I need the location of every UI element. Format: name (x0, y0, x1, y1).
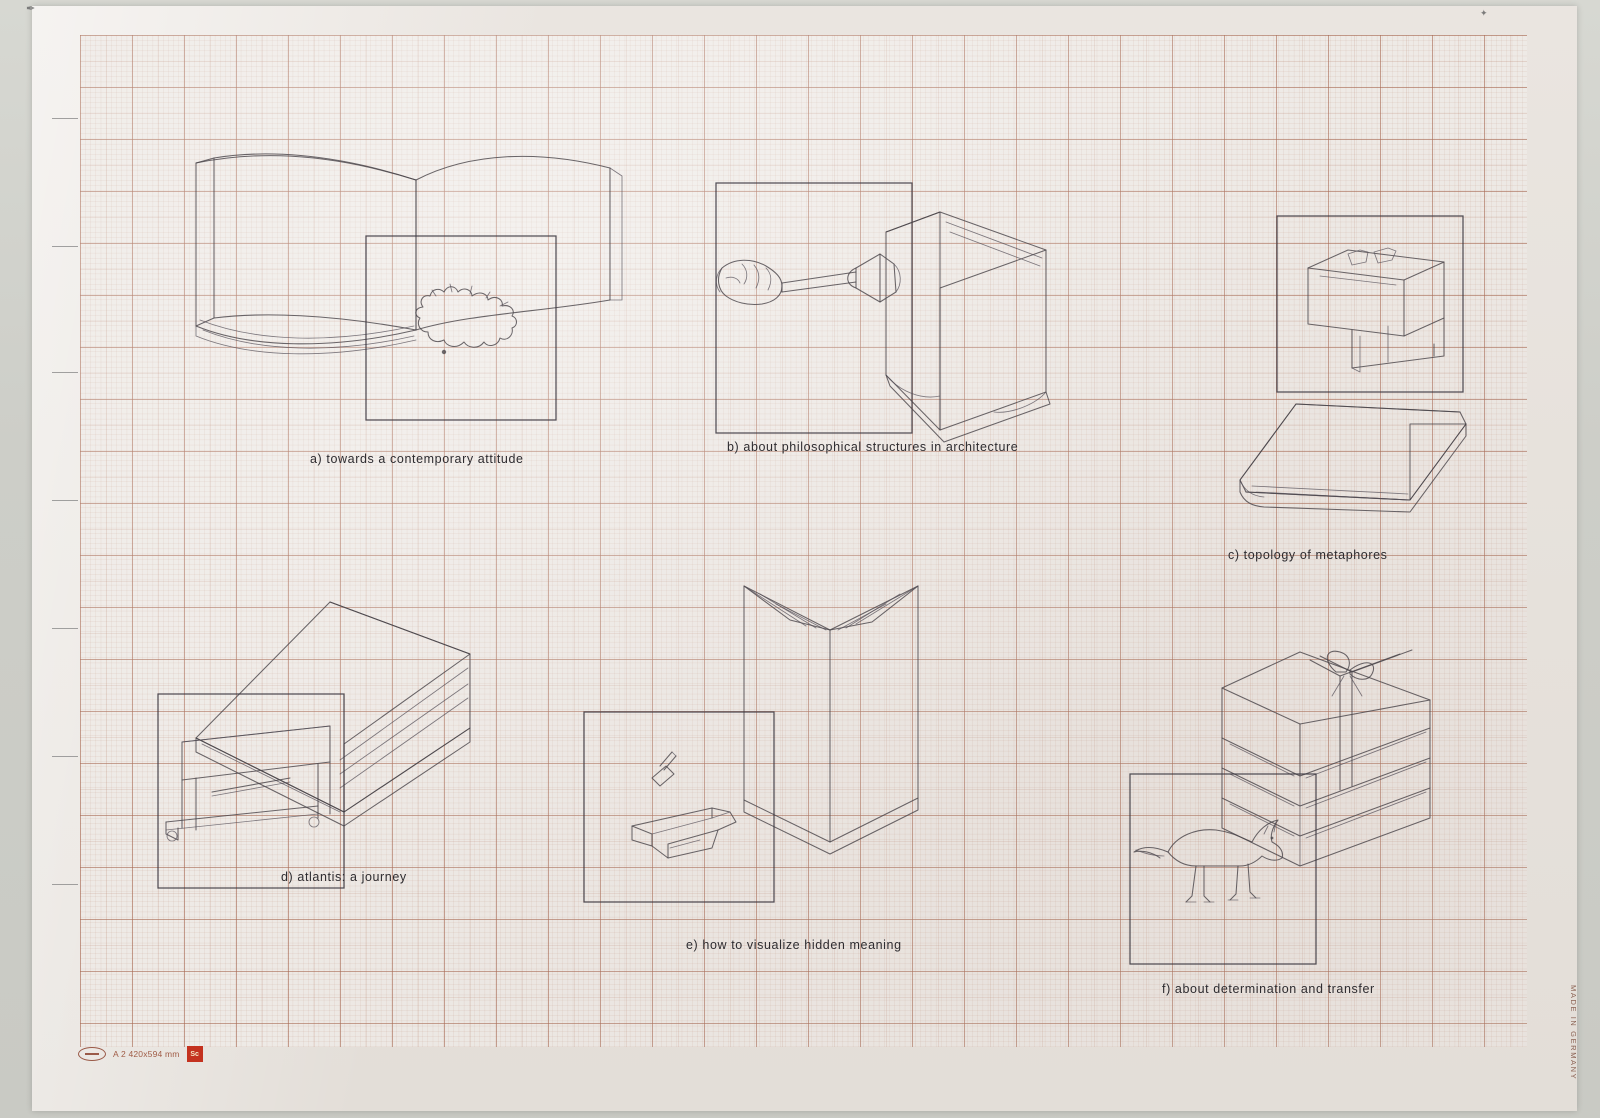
margin-tick-0 (52, 118, 78, 120)
paper-brand-marks: A 2 420x594 mm Sc (78, 1046, 203, 1062)
manufacturer-logo-icon (78, 1047, 106, 1061)
corner-mark-top-right: ✦ (1480, 8, 1488, 18)
graph-grid (80, 35, 1527, 1047)
made-in-label: MADE IN GERMANY (1569, 985, 1578, 1081)
margin-tick-2 (52, 372, 78, 374)
margin-tick-5 (52, 756, 78, 758)
caption-c: c) topology of metaphores (1228, 548, 1388, 562)
margin-tick-6 (52, 884, 78, 886)
margin-tick-4 (52, 628, 78, 630)
logo-bar (85, 1052, 99, 1056)
corner-mark-top-left: ✒ (26, 3, 36, 15)
caption-f: f) about determination and transfer (1162, 982, 1375, 996)
margin-tick-3 (52, 500, 78, 502)
caption-a: a) towards a contemporary attitude (310, 452, 524, 466)
brand-badge: Sc (186, 1046, 203, 1062)
grid-shading (80, 35, 1527, 1047)
caption-e: e) how to visualize hidden meaning (686, 938, 902, 952)
paper-size-label: A 2 420x594 mm (113, 1049, 180, 1059)
caption-d: d) atlantis: a journey (281, 870, 407, 884)
margin-tick-1 (52, 246, 78, 248)
caption-b: b) about philosophical structures in arc… (727, 440, 1019, 454)
